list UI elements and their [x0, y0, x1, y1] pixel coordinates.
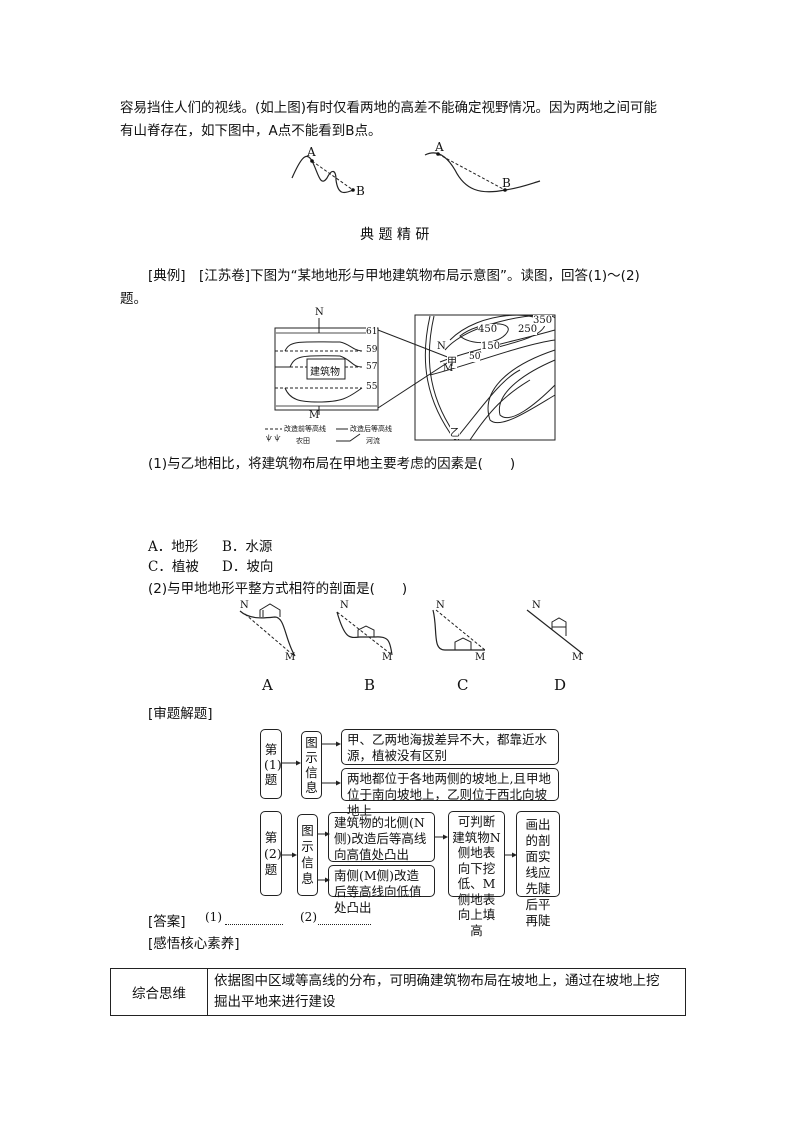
answer-1-blank[interactable] — [225, 924, 283, 925]
place-yi: 乙 — [450, 424, 460, 439]
profile-b-n: N — [340, 600, 349, 611]
section-title: 典 题 精 研 — [360, 227, 430, 243]
building-label: 建筑物 — [310, 367, 340, 378]
q2-info-box: 图示信息 — [297, 814, 318, 896]
answer-2-label: (2) — [300, 910, 317, 924]
profile-b-label: B — [364, 676, 376, 694]
q2-point-1: 建筑物的北侧(N侧)改造后等高线向高值处凸出 — [328, 812, 435, 862]
profile-a-label: A — [262, 676, 273, 694]
contour-55: 55 — [366, 382, 378, 392]
core-heading: [感悟核心素养] — [148, 936, 240, 952]
place-m: M — [443, 363, 454, 374]
inset-south-label: M — [309, 410, 320, 421]
option-a[interactable]: A．地形 — [148, 539, 199, 555]
intro-line-1: 容易挡住人们的视线。(如上图)有时仅看两地的高差不能确定视野情况。因为两地之间可… — [120, 100, 658, 116]
point-a-label: A — [307, 145, 316, 159]
map-contour-350: 350 — [533, 315, 553, 326]
example-line-2: 题。 — [120, 291, 147, 307]
contour-61: 61 — [366, 327, 378, 337]
question-2-stem: (2)与甲地地形平整方式相符的剖面是( ) — [148, 581, 408, 597]
profile-d-label: D — [554, 676, 567, 694]
profile-c-label: C — [457, 676, 469, 694]
q2-conclusion: 画出的剖面实线应先陡后平再陡 — [516, 811, 560, 928]
contour-59: 59 — [366, 345, 378, 355]
inset-north-label: N — [315, 307, 324, 318]
profile-d-m: M — [572, 652, 583, 663]
flowchart-arrows — [282, 741, 517, 883]
ridge-figure-1 — [291, 152, 541, 194]
example-line-1: [典例] [江苏卷]下图为“某地地形与甲地建筑物布局示意图”。读图，回答(1)～… — [148, 268, 640, 284]
profile-c-n: N — [436, 600, 445, 611]
point-b-label: B — [356, 184, 365, 198]
analysis-heading: [审题解题] — [148, 706, 213, 722]
table-row: 综合思维 依据图中区域等高线的分布，可明确建筑物布局在坡地上，通过在坡地上挖 掘… — [110, 968, 686, 1016]
legend-before: 改造前等高线 — [284, 425, 326, 433]
point-b-label-2: B — [502, 176, 511, 190]
question-1-stem: (1)与乙地相比，将建筑物布局在甲地主要考虑的因素是( ) — [148, 456, 516, 472]
profile-d-n: N — [532, 600, 541, 611]
profile-c-m: M — [475, 652, 486, 663]
option-d[interactable]: D．坡向 — [222, 559, 274, 575]
option-c[interactable]: C．植被 — [148, 559, 199, 575]
profile-a-n: N — [240, 600, 249, 611]
q1-point-1: 甲、乙两地海拔差异不大，都靠近水源，植被没有区别 — [341, 729, 559, 765]
map-contour-450: 450 — [478, 324, 498, 335]
terrain-curve-2 — [424, 152, 541, 193]
literacy-text: 依据图中区域等高线的分布，可明确建筑物布局在坡地上，通过在坡地上挖 掘出平地来进… — [207, 968, 686, 1016]
contour-57: 57 — [366, 362, 378, 372]
legend-after: 改造后等高线 — [350, 425, 392, 433]
map-contour-150: 150 — [481, 341, 501, 352]
q1-info-box: 图示信息 — [301, 731, 322, 799]
answer-1-label: (1) — [205, 910, 222, 924]
q2-inference: 可判断建筑物N侧地表向下挖低、M侧地表向上填高 — [448, 811, 505, 938]
map-contour-250: 250 — [518, 324, 538, 335]
legend-river: 河流 — [366, 437, 380, 445]
answer-2-blank[interactable] — [318, 924, 371, 925]
q1-label-box: 第(1)题 — [260, 729, 282, 799]
q2-label-box: 第(2)题 — [260, 811, 282, 896]
answer-label: [答案] — [148, 914, 186, 930]
point-a-label-2: A — [435, 140, 444, 154]
legend-farmland: 农田 — [296, 437, 310, 445]
literacy-name: 综合思维 — [110, 968, 208, 1016]
option-b[interactable]: B．水源 — [222, 539, 273, 555]
profile-a-m: M — [285, 652, 296, 663]
sight-line-2 — [437, 153, 506, 191]
profile-b-m: M — [382, 652, 393, 663]
place-jia: 甲 — [447, 353, 457, 368]
q2-point-2: 南侧(M侧)改造后等高线向低值处凸出 — [328, 865, 435, 915]
map-contour-50: 50 — [469, 352, 481, 362]
intro-line-2: 有山脊存在，如下图中，A点不能看到B点。 — [120, 123, 382, 139]
q1-point-2: 两地都位于各地两侧的坡地上,且甲地位于南向坡地上，乙则位于西北向坡地上 — [341, 768, 559, 818]
place-n: N — [437, 341, 446, 352]
terrain-curve — [291, 155, 354, 194]
sight-line — [311, 160, 354, 191]
profile-diagrams — [239, 603, 584, 657]
legend-farmland-icon: ѱ ѱ — [266, 434, 281, 442]
core-literacy-table: 综合思维 依据图中区域等高线的分布，可明确建筑物布局在坡地上，通过在坡地上挖 掘… — [110, 968, 686, 1016]
